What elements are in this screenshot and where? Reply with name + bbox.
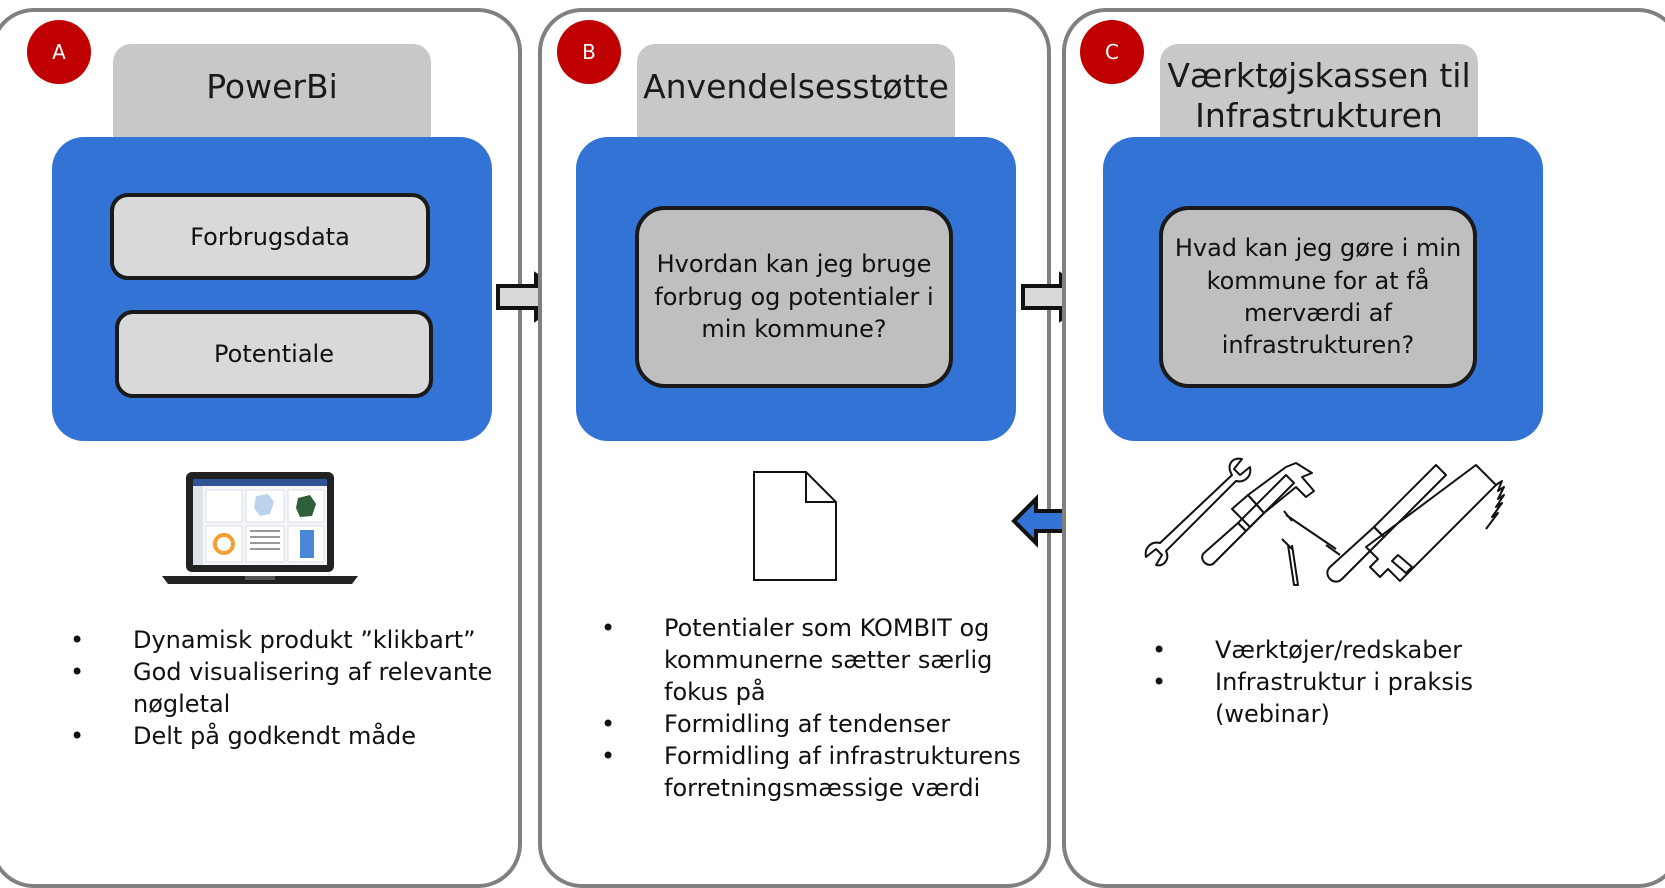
badge-a: A	[27, 20, 91, 84]
bullet-item: God visualisering af relevante nøgletal	[60, 656, 500, 720]
potentiale-box: Potentiale	[115, 310, 433, 398]
document-icon	[753, 471, 837, 581]
panel-a-title: PowerBi	[113, 44, 431, 144]
bullet-item: Dynamisk produkt ”klikbart”	[60, 624, 500, 656]
bullet-item: Formidling af infrastrukturens forretnin…	[591, 740, 1031, 804]
panel-a-bullets: Dynamisk produkt ”klikbart” God visualis…	[60, 624, 500, 752]
bullet-item: Formidling af tendenser	[591, 708, 1031, 740]
badge-b: B	[557, 20, 621, 84]
tools-icon	[1144, 457, 1505, 586]
bullet-item: Delt på godkendt måde	[60, 720, 500, 752]
panel-c-bullets: Værktøjer/redskaber Infrastruktur i prak…	[1142, 634, 1562, 730]
panel-c-question-box: Hvad kan jeg gøre i min kommune for at f…	[1159, 206, 1477, 388]
badge-c: C	[1080, 20, 1144, 84]
forbrugsdata-box: Forbrugsdata	[110, 193, 430, 280]
bullet-item: Værktøjer/redskaber	[1142, 634, 1562, 666]
bullet-item: Infrastruktur i praksis (webinar)	[1142, 666, 1562, 730]
laptop-dashboard-icon	[162, 472, 358, 584]
panel-b-question-box: Hvordan kan jeg bruge forbrug og potenti…	[635, 206, 953, 388]
bullet-item: Potentialer som KOMBIT og kommunerne sæt…	[591, 612, 1031, 708]
panel-c-title: Værktøjskassen til Infrastrukturen	[1160, 44, 1478, 144]
panel-b-title: Anvendelsesstøtte	[637, 44, 955, 144]
panel-b-bullets: Potentialer som KOMBIT og kommunerne sæt…	[591, 612, 1031, 804]
